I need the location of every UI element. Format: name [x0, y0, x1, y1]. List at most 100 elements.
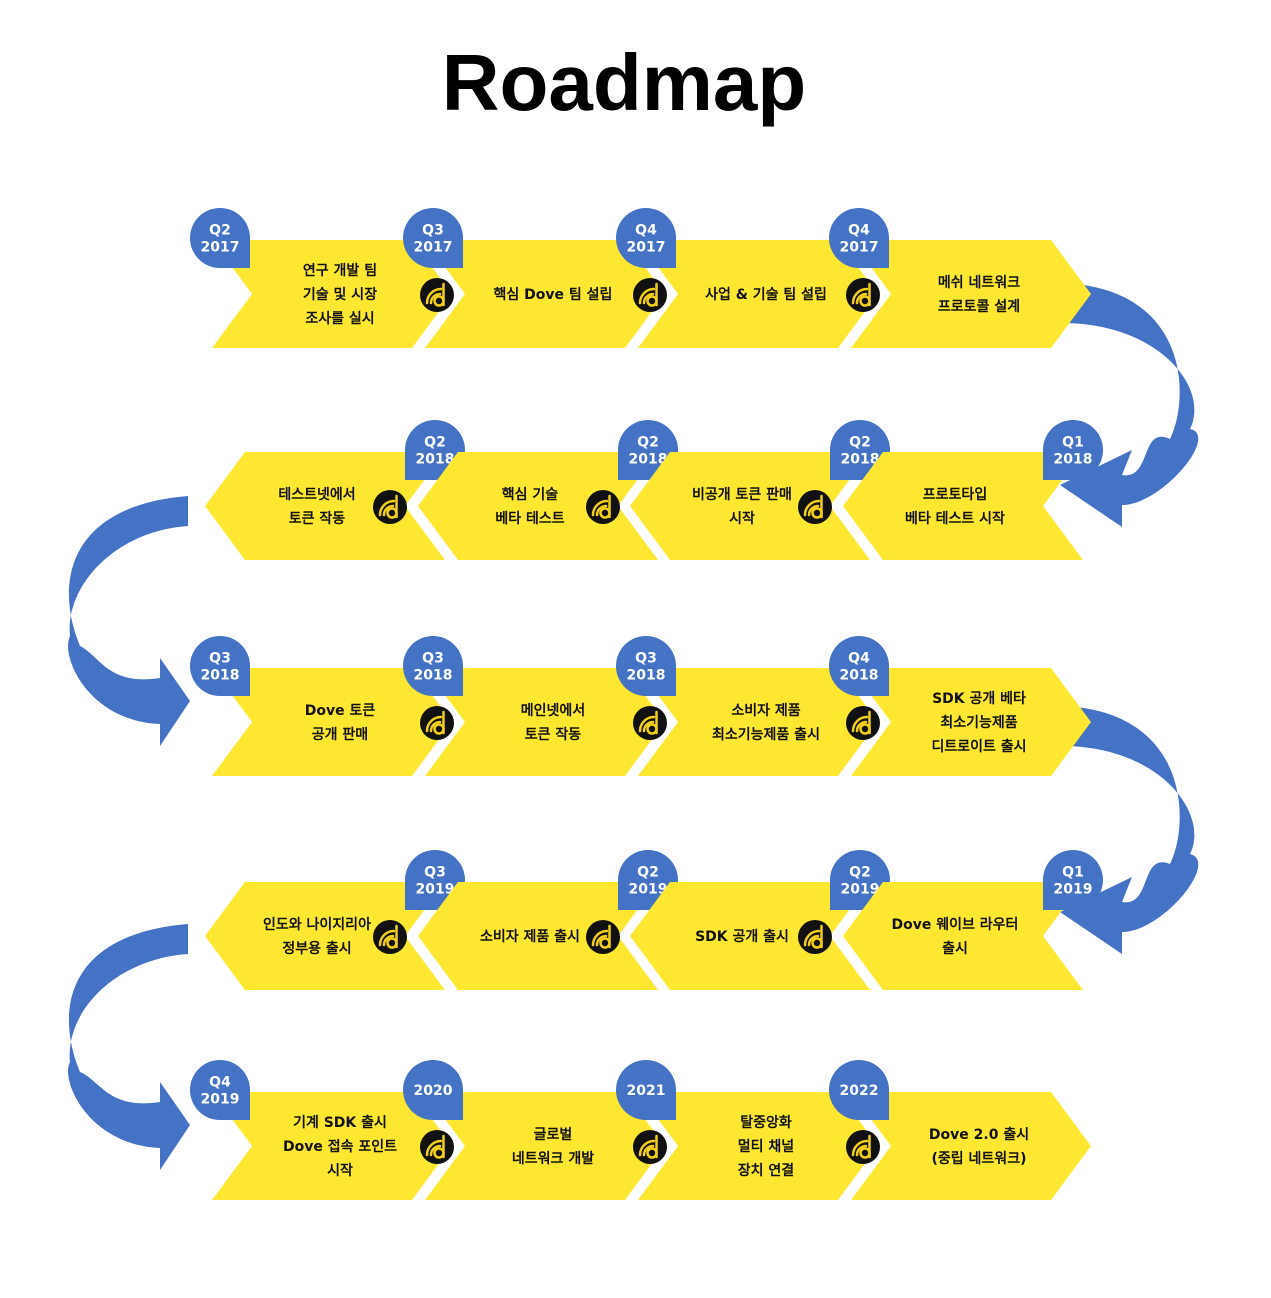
step-text: 베타 테스트 시작: [905, 510, 1005, 527]
badge-label: Q1: [1062, 435, 1084, 451]
roadmap-step: [630, 882, 870, 990]
badge-label: Q4: [635, 223, 657, 239]
roadmap-step: [425, 1092, 665, 1200]
dove-logo-icon: [586, 490, 620, 524]
badge-label: 2018: [627, 668, 666, 684]
connector-arrow: [1060, 706, 1199, 954]
step-text: 비공개 토큰 판매: [692, 487, 792, 503]
step-text: Dove 웨이브 라우터: [892, 916, 1019, 933]
dove-logo-icon: [373, 490, 407, 524]
dove-logo-icon: [798, 490, 832, 524]
badge-label: 2019: [1054, 882, 1093, 898]
badge-label: Q3: [422, 651, 444, 667]
dove-logo-icon: [633, 278, 667, 312]
dove-logo-icon: [798, 920, 832, 954]
badge-label: 2018: [1054, 452, 1093, 468]
badge-label: Q2: [637, 865, 659, 881]
badge-label: Q3: [424, 865, 446, 881]
dove-logo-icon: [846, 1130, 880, 1164]
dove-logo-icon: [420, 706, 454, 740]
roadmap-step: [851, 240, 1091, 348]
step-text: 소비자 제품: [731, 703, 800, 719]
step-text: 메쉬 네트워크: [938, 275, 1020, 291]
dove-logo-icon: [420, 1130, 454, 1164]
badge-label: Q4: [848, 651, 870, 667]
step-text: 기계 SDK 출시: [293, 1114, 387, 1131]
step-text: 최소기능제품 출시: [712, 726, 820, 743]
roadmap-step: [851, 1092, 1091, 1200]
connector-arrow: [68, 924, 190, 1170]
badge-label: Q2: [849, 865, 871, 881]
step-text: Dove 2.0 출시: [929, 1126, 1029, 1143]
dove-logo-icon: [420, 278, 454, 312]
badge-label: 2022: [840, 1083, 879, 1099]
step-text: 탈중앙화: [740, 1114, 792, 1131]
badge-label: 2019: [416, 882, 455, 898]
roadmap-step: [425, 668, 665, 776]
step-text: 핵심 Dove 팀 설립: [494, 287, 613, 303]
date-badge: 2022: [829, 1060, 889, 1120]
step-text: 글로벌: [534, 1126, 573, 1143]
step-text: 핵심 기술: [502, 487, 559, 503]
step-text: 메인넷에서: [521, 702, 585, 719]
roadmap-step: [212, 668, 452, 776]
dove-logo-icon: [373, 920, 407, 954]
badge-label: Q3: [635, 651, 657, 667]
step-text: 시작: [729, 510, 755, 527]
badge-label: Q2: [637, 435, 659, 451]
connector-arrow: [1060, 283, 1199, 527]
badge-label: 2018: [841, 452, 880, 468]
badge-label: 2017: [840, 240, 879, 256]
roadmap-step: [205, 882, 445, 990]
roadmap-step: [418, 882, 658, 990]
step-text: 기술 및 시장: [303, 286, 377, 303]
badge-label: Q2: [424, 435, 446, 451]
step-text: 프로토타입: [923, 487, 987, 503]
badge-label: Q3: [422, 223, 444, 239]
step-text: 시작: [327, 1162, 353, 1179]
step-text: (중립 네트워크): [932, 1151, 1027, 1167]
badge-label: 2021: [627, 1083, 666, 1099]
date-badge: 2021: [616, 1060, 676, 1120]
step-text: SDK 공개 베타: [932, 691, 1026, 707]
step-text: 정부용 출시: [282, 940, 351, 957]
badge-label: Q4: [209, 1075, 231, 1091]
roadmap-step: [638, 1092, 878, 1200]
step-text: 연구 개발 팀: [303, 262, 377, 279]
dove-logo-icon: [586, 920, 620, 954]
step-text: Dove 토큰: [305, 703, 376, 719]
step-text: 토큰 작동: [525, 726, 582, 743]
step-text: 네트워크 개발: [512, 1150, 594, 1167]
badge-label: 2018: [840, 668, 879, 684]
step-text: 프로토콜 설계: [938, 299, 1020, 315]
step-text: 장치 연결: [738, 1162, 794, 1179]
badge-label: 2018: [414, 668, 453, 684]
badge-label: 2017: [201, 240, 240, 256]
step-text: 토큰 작동: [289, 510, 346, 527]
step-text: 최소기능제품: [940, 715, 1017, 731]
badge-label: 2018: [201, 668, 240, 684]
roadmap-step: [205, 452, 445, 560]
roadmap-step: [843, 452, 1083, 560]
roadmap-step: [212, 240, 452, 348]
page-title: Roadmap: [441, 38, 807, 127]
step-text: Dove 접속 포인트: [283, 1138, 397, 1155]
roadmap-step: [843, 882, 1083, 990]
dove-logo-icon: [846, 706, 880, 740]
roadmap-step: [630, 452, 870, 560]
dove-logo-icon: [633, 1130, 667, 1164]
badge-label: 2019: [201, 1092, 240, 1108]
badge-label: Q4: [848, 223, 870, 239]
badge-label: Q1: [1062, 865, 1084, 881]
badge-label: 2018: [416, 452, 455, 468]
badge-label: Q2: [849, 435, 871, 451]
